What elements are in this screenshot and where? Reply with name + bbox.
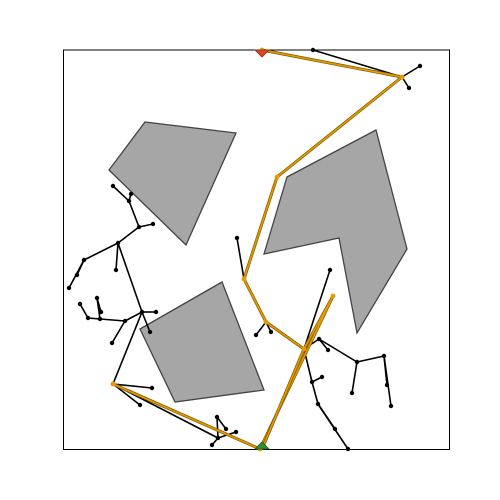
tree-node (113, 267, 119, 273)
tree-node (253, 332, 259, 338)
goal-marker (254, 49, 270, 58)
path-node (330, 293, 336, 299)
tree-node (345, 446, 351, 452)
tree-edge (383, 355, 388, 386)
tree-edge (112, 383, 153, 389)
tree-edge (236, 237, 245, 280)
tree-edge (117, 242, 143, 313)
tree-edge (318, 338, 358, 363)
tree-node (381, 353, 387, 359)
tree-node (319, 374, 325, 380)
tree-node (137, 402, 143, 408)
markers-group (254, 49, 270, 450)
tree-node (406, 85, 412, 91)
tree-node (354, 359, 360, 365)
tree-node (74, 272, 80, 278)
tree-edge (111, 320, 126, 344)
tree-node (97, 316, 103, 322)
tree-edge (112, 311, 143, 385)
tree-node (147, 329, 153, 335)
tree-node (233, 429, 239, 435)
tree-node (332, 426, 338, 432)
tree-edge (255, 321, 267, 336)
tree-node (126, 198, 132, 204)
tree-node (149, 385, 155, 391)
tree-node (310, 47, 316, 53)
tree-node (315, 401, 321, 407)
tree-node (109, 340, 115, 346)
solution-path-branch (261, 348, 305, 450)
obstacle-right (263, 129, 408, 335)
path-node (274, 174, 280, 180)
path-node (399, 74, 405, 80)
path-group (110, 47, 405, 452)
tree-node (77, 301, 83, 307)
tree-node (122, 318, 128, 324)
tree-edge (79, 303, 89, 319)
tree-edge (216, 416, 227, 430)
tree-node (110, 183, 116, 189)
tree-edge (112, 185, 130, 202)
tree-edge (141, 311, 151, 333)
tree-edge (115, 242, 119, 271)
tree-node (417, 63, 423, 69)
path-node (241, 276, 247, 282)
tree-node (234, 235, 240, 241)
tree-edge (312, 49, 403, 78)
tree-edge (356, 355, 385, 363)
tree-node (209, 442, 215, 448)
tree-node (215, 435, 221, 441)
tree-node (85, 315, 91, 321)
tree-node (268, 329, 274, 335)
tree-node (309, 379, 315, 385)
tree-edge (128, 200, 140, 228)
tree-node (98, 309, 104, 315)
tree-node (136, 224, 142, 230)
obstacles-group (108, 121, 408, 403)
tree-node (115, 240, 121, 246)
tree-node (214, 414, 220, 420)
tree-node (384, 382, 390, 388)
tree-node (325, 347, 331, 353)
tree-edge (117, 226, 140, 244)
tree-node (66, 285, 72, 291)
obstacle-top-left (108, 121, 237, 247)
tree-node (349, 390, 355, 396)
tree-edge (401, 65, 421, 78)
obstacle-bottom-left (139, 281, 265, 403)
tree-edge (216, 416, 219, 439)
tree-node (223, 426, 229, 432)
path-node (301, 346, 307, 352)
tree-edge (138, 223, 154, 228)
tree-edge (317, 403, 336, 430)
tree-edge (83, 242, 119, 261)
tree-node (139, 309, 145, 315)
path-node (110, 381, 116, 387)
tree-node (150, 221, 156, 227)
tree-node (316, 336, 322, 342)
tree-node (128, 191, 134, 197)
tree-node (327, 267, 333, 273)
tree-edge (351, 361, 358, 394)
tree-edge (311, 381, 319, 405)
tree-edge (318, 338, 329, 351)
tree-edge (99, 318, 126, 322)
tree-node (153, 309, 159, 315)
tree-edge (96, 297, 102, 313)
tree-node (388, 403, 394, 409)
tree-edge (303, 269, 331, 350)
start-marker (254, 441, 270, 450)
tree-node (81, 257, 87, 263)
tree-edge (124, 311, 143, 322)
path-node (263, 319, 269, 325)
tree-node (94, 295, 100, 301)
